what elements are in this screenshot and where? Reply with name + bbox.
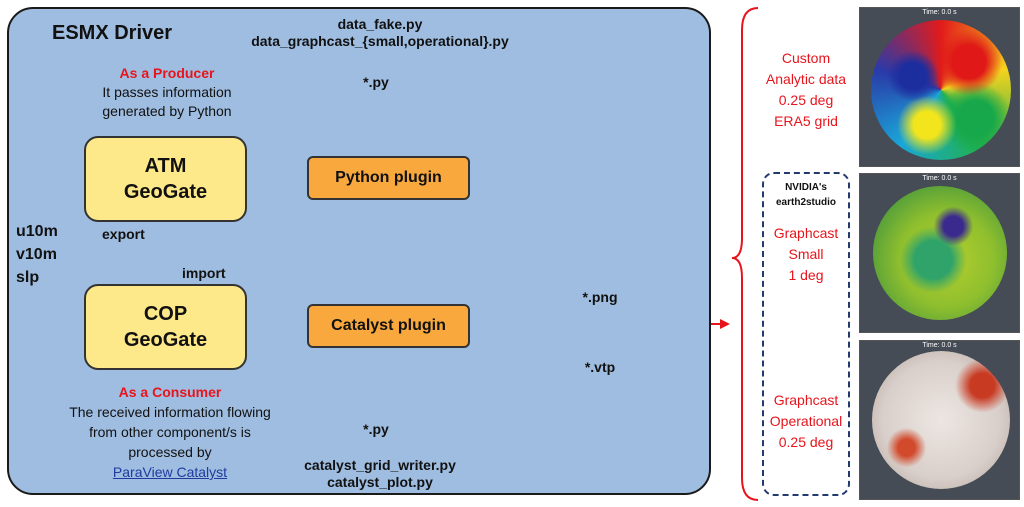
time-label: Time: 0.0 s (922, 9, 957, 16)
globe-icon (873, 186, 1007, 320)
vtp-file-label: *.vtp (584, 359, 616, 375)
custom-data-label: Custom Analytic data 0.25 deg ERA5 grid (752, 48, 860, 132)
cop-label: COP (143, 303, 188, 325)
earth2studio-label: NVIDIA's earth2studio (762, 180, 850, 210)
nvidia-line: earth2studio (775, 197, 836, 208)
consumer-scripts: catalyst_grid_writer.py catalyst_plot.py (290, 457, 470, 491)
graphcast-small-label: Graphcast Small 1 deg (752, 223, 860, 286)
atm-geogate-box: ATM GeoGate (84, 136, 247, 222)
variable-list: u10m v10m slp (16, 220, 58, 289)
catalyst-plugin-box: Catalyst plugin (307, 304, 470, 348)
globe-icon (871, 20, 1011, 160)
producer-line: It passes information (102, 84, 232, 100)
cop-sublabel: GeoGate (123, 329, 208, 351)
custom-line: 0.25 deg (778, 92, 834, 108)
time-label: Time: 0.0 s (922, 342, 957, 349)
consumer-line: processed by (128, 444, 212, 460)
custom-globe-render: Time: 0.0 s (859, 7, 1020, 167)
paraview-catalyst-link[interactable]: ParaView Catalyst (112, 464, 228, 480)
custom-line: Custom (781, 50, 831, 66)
operational-line: 0.25 deg (778, 434, 834, 450)
operational-line: Graphcast (773, 392, 839, 408)
panel-title: ESMX Driver (52, 22, 173, 44)
producer-scripts: data_fake.py data_graphcast_{small,opera… (250, 16, 510, 50)
producer-line: generated by Python (102, 103, 232, 119)
atm-label: ATM (144, 155, 187, 177)
output-brace (731, 7, 759, 501)
top-file-label: *.py (363, 74, 389, 90)
script-name: data_fake.py (337, 16, 423, 32)
small-line: Small (788, 246, 824, 262)
time-label: Time: 0.0 s (922, 175, 957, 182)
script-name: catalyst_grid_writer.py (304, 457, 456, 473)
variable-item: u10m (16, 223, 58, 240)
consumer-line: from other component/s is (89, 424, 251, 440)
script-name: catalyst_plot.py (327, 474, 433, 490)
earth2studio-group (762, 172, 850, 496)
atm-sublabel: GeoGate (123, 181, 208, 203)
png-file-label: *.png (582, 289, 618, 305)
export-label: export (102, 226, 145, 242)
python-plugin-box: Python plugin (307, 156, 470, 200)
producer-heading: As a Producer (119, 65, 215, 81)
custom-line: Analytic data (765, 71, 847, 87)
graphcast-operational-label: Graphcast Operational 0.25 deg (752, 390, 860, 453)
bottom-file-label: *.py (363, 421, 389, 437)
globe-icon (872, 351, 1010, 489)
consumer-description: As a Consumer The received information f… (40, 382, 300, 482)
producer-description: As a Producer It passes information gene… (82, 64, 252, 121)
graphcast-small-render: Time: 0.0 s (859, 173, 1020, 333)
cop-geogate-box: COP GeoGate (84, 284, 247, 370)
consumer-heading: As a Consumer (118, 384, 222, 400)
variable-item: v10m (16, 246, 57, 263)
small-line: Graphcast (773, 225, 839, 241)
small-line: 1 deg (788, 267, 824, 283)
operational-line: Operational (769, 413, 843, 429)
nvidia-line: NVIDIA's (785, 182, 827, 193)
custom-line: ERA5 grid (774, 113, 838, 129)
import-label: import (182, 265, 226, 281)
consumer-line: The received information flowing (69, 404, 271, 420)
esmx-driver-panel (7, 7, 711, 495)
variable-item: slp (16, 269, 40, 286)
graphcast-operational-render: Time: 0.0 s (859, 340, 1020, 500)
script-name: data_graphcast_{small,operational}.py (251, 33, 509, 49)
